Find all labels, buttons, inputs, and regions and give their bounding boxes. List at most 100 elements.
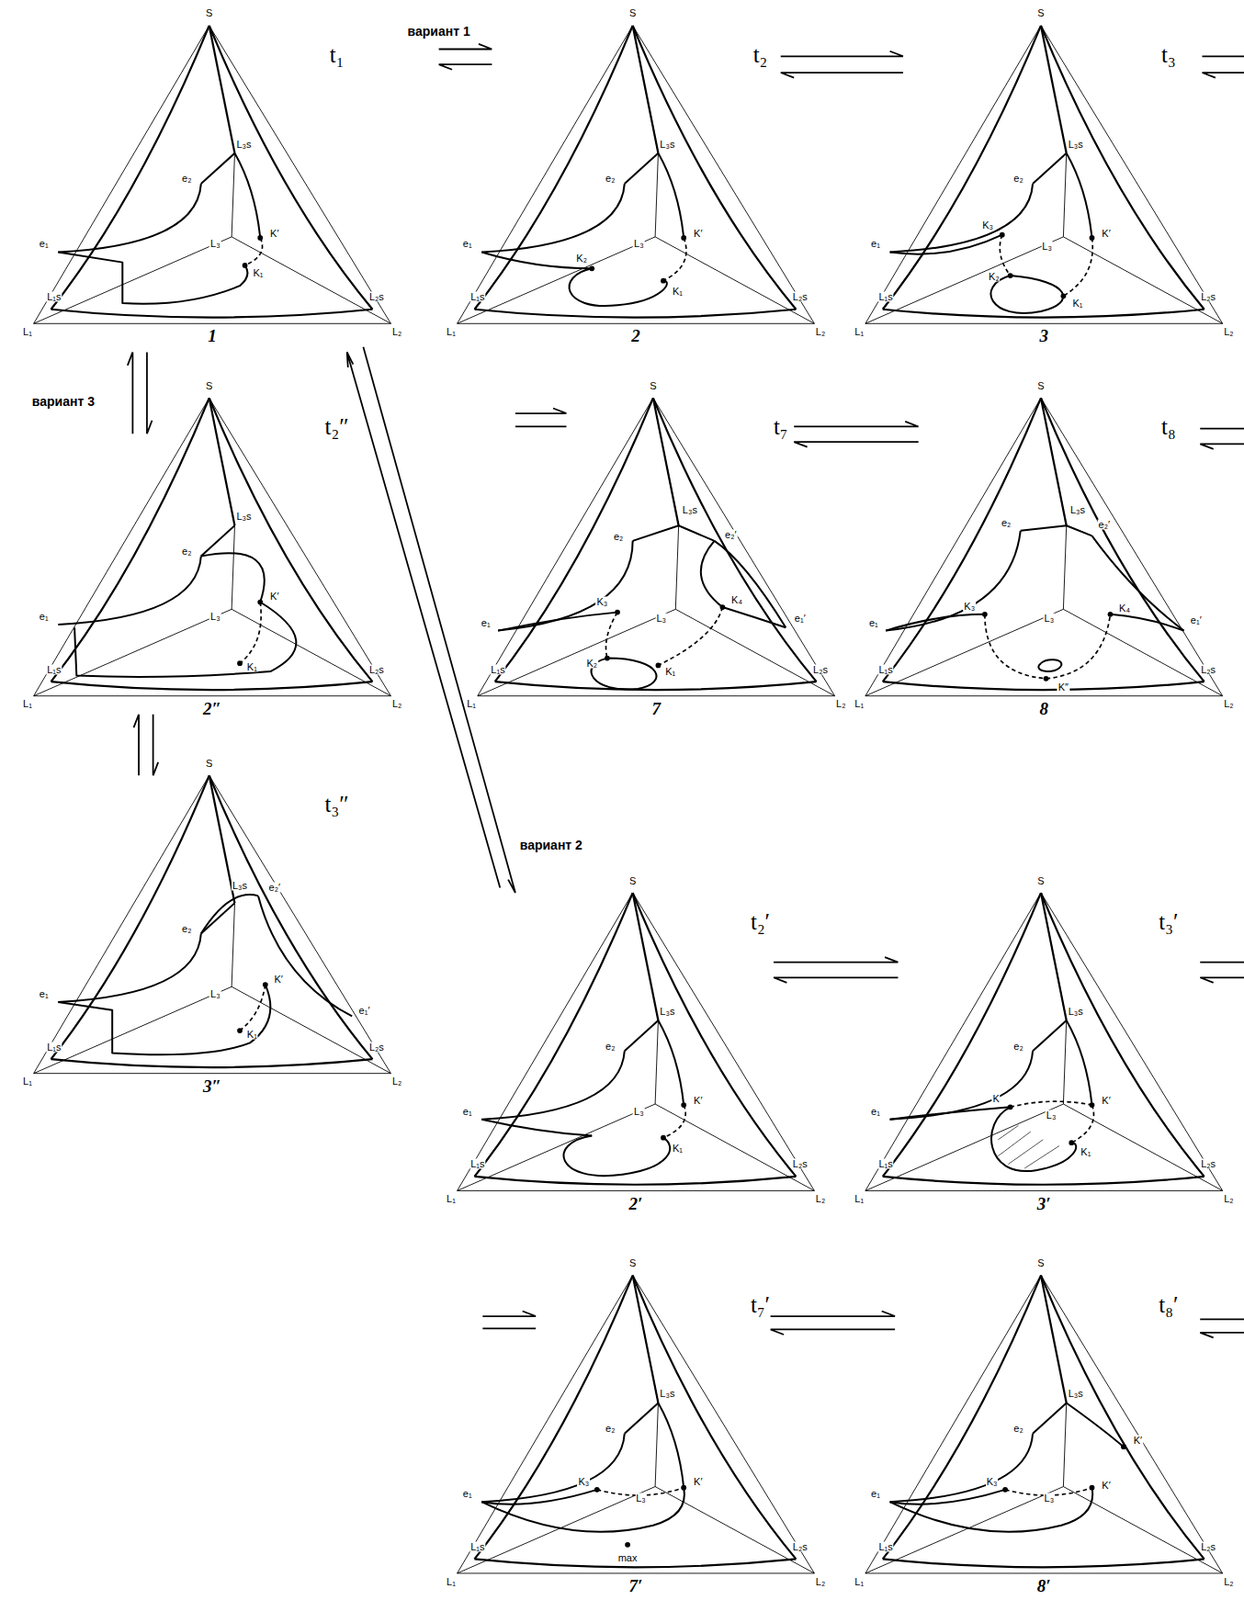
point-label: e₁: [870, 1106, 882, 1117]
temperature-label: t₈′: [1157, 1292, 1179, 1316]
point-label: K₁: [664, 666, 677, 677]
critical-point: [720, 604, 726, 611]
phase-curve: [1032, 153, 1067, 184]
point-label: e₂: [180, 545, 193, 556]
point-label: L₁: [445, 1194, 457, 1205]
boundary-curve: [1040, 397, 1067, 526]
critical-point: [1043, 676, 1050, 682]
phase-tetrahedron: [865, 397, 1223, 696]
point-label: e₁′: [358, 1005, 372, 1016]
phase-curve: [1066, 1020, 1093, 1106]
critical-curve: [239, 984, 266, 1031]
phase-curve: [657, 153, 684, 238]
point-label: L₂s: [791, 1159, 809, 1170]
point-label: K′: [269, 590, 280, 601]
point-label: e₁: [38, 988, 50, 999]
boundary-curve: [633, 25, 797, 310]
point-label: K₁: [251, 267, 264, 278]
point-label: L₂: [814, 1576, 826, 1587]
phase-curve: [74, 602, 296, 678]
critical-point: [237, 1028, 243, 1034]
point-label: L₃: [1043, 613, 1056, 624]
point-label: K₃: [985, 1476, 999, 1487]
hatch-line: [997, 1131, 1031, 1157]
edge-line: [477, 397, 836, 696]
boundary-curve: [1040, 25, 1205, 310]
equilibrium-arrow: [347, 351, 501, 888]
phase-curve: [497, 612, 618, 632]
boundary-curve: [633, 893, 797, 1177]
point-label: e₁: [38, 238, 50, 249]
temperature-label: t₃: [1160, 42, 1177, 66]
critical-point: [262, 982, 269, 988]
equilibrium-arrow: [515, 426, 567, 429]
edge-line: [865, 893, 1223, 1191]
point-label: S: [1036, 875, 1045, 886]
panel-number: 2: [630, 327, 642, 345]
point-label: e₁′: [793, 613, 807, 624]
point-label: e₂: [1012, 173, 1024, 184]
equilibrium-arrow: [439, 64, 493, 70]
point-label: K₁: [671, 1142, 684, 1154]
phase-tetrahedron: [865, 1276, 1223, 1574]
point-label: L₁: [853, 1194, 865, 1205]
point-label: K′: [1100, 1481, 1111, 1492]
point-label: L₂s: [1199, 664, 1217, 675]
point-label: K₁: [246, 662, 259, 673]
temperature-label: t₈: [1160, 415, 1177, 439]
point-label: L₂s: [368, 292, 385, 303]
panel-number: 1: [206, 327, 218, 345]
equilibrium-arrow: [439, 44, 493, 50]
boundary-curve: [51, 1059, 374, 1068]
critical-point: [588, 265, 595, 272]
equilibrium-arrow: [147, 351, 153, 434]
phase-curve: [633, 525, 715, 542]
point-label: e₂: [604, 173, 616, 184]
temperature-label: t₃′: [1157, 910, 1179, 934]
phase-curve: [57, 252, 248, 305]
phase-curve: [1066, 153, 1093, 238]
panel-number: 7′: [628, 1577, 645, 1595]
point-label: e₁: [480, 617, 492, 628]
boundary-curve: [633, 1276, 797, 1561]
critical-point: [999, 232, 1006, 238]
edge-line: [457, 1276, 815, 1574]
point-label: L₃s: [681, 505, 699, 516]
equilibrium-arrow: [1201, 55, 1244, 57]
boundary-curve: [474, 1276, 633, 1561]
point-label: L₁s: [469, 292, 486, 303]
point-label: L₁s: [45, 1041, 62, 1052]
point-label: K′: [1100, 228, 1111, 239]
phase-tetrahedron: [457, 25, 815, 324]
boundary-curve: [1040, 397, 1205, 682]
point-label: K′: [692, 1096, 703, 1107]
phase-curve: [890, 1051, 1034, 1120]
critical-curve: [663, 1105, 686, 1139]
point-label: K₁: [671, 285, 684, 296]
critical-point: [257, 599, 263, 606]
critical-point: [604, 655, 611, 662]
boundary-curve: [1040, 1276, 1067, 1404]
edge-line: [33, 25, 392, 324]
phase-curve: [1032, 1402, 1067, 1434]
phase-curve: [564, 1135, 671, 1177]
phase-curve: [624, 1402, 659, 1434]
point-label: L₃s: [658, 1389, 676, 1400]
phase-curve: [481, 1051, 625, 1120]
point-label: L₃: [1043, 1492, 1056, 1504]
point-label: L₂s: [368, 1041, 385, 1052]
critical-curve: [245, 237, 263, 266]
edge-line: [865, 397, 1223, 696]
point-label: e₁: [870, 1489, 882, 1500]
point-label: S: [204, 8, 214, 19]
phase-curve: [481, 1488, 685, 1533]
point-label: L₂s: [1199, 1159, 1217, 1170]
boundary-curve: [51, 309, 374, 318]
boundary-curve: [1040, 893, 1205, 1177]
phase-curve: [57, 183, 202, 252]
critical-point: [1002, 1487, 1008, 1493]
variant-label: вариант 1: [407, 24, 472, 38]
point-label: K′: [692, 1476, 703, 1487]
phase-tetrahedron: [33, 397, 392, 696]
